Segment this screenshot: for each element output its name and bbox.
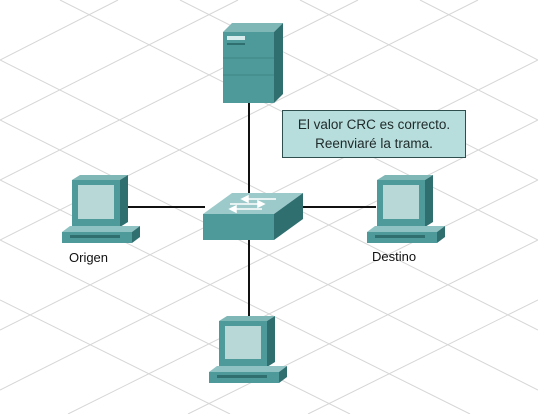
- pc-bottom-icon: [209, 316, 287, 383]
- callout-line-2: Reenviaré la trama.: [315, 136, 433, 151]
- switch-icon: [203, 193, 303, 240]
- destination-label: Destino: [372, 249, 417, 264]
- cables: [128, 100, 376, 322]
- pc-destination-icon: [367, 175, 445, 243]
- crc-message-callout: El valor CRC es correcto. Reenviaré la t…: [282, 110, 466, 158]
- origin-label: Origen: [69, 250, 109, 265]
- pc-origin-icon: [62, 175, 140, 243]
- server-icon: [223, 23, 283, 103]
- callout-line-1: El valor CRC es correcto.: [297, 117, 451, 132]
